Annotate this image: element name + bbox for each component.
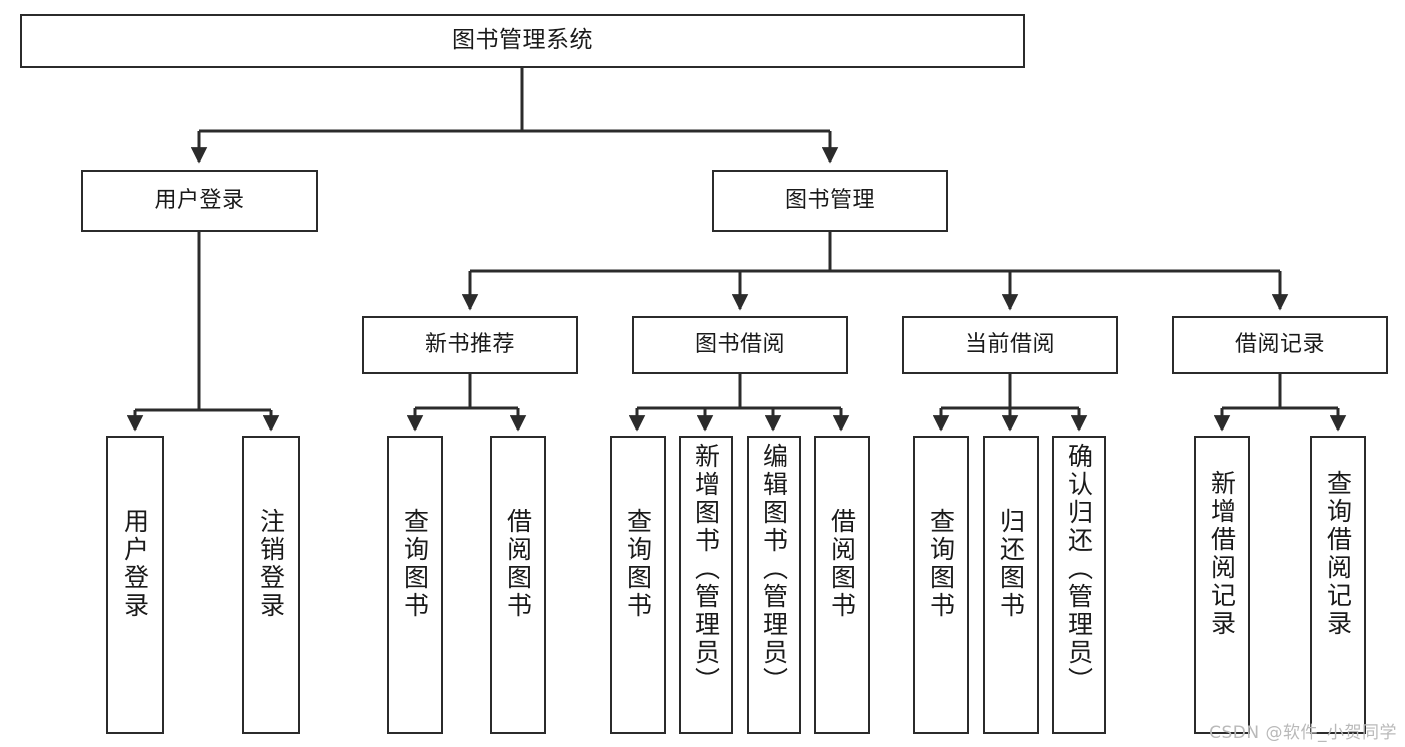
csdn-watermark: CSDN @软件_小贺同学 xyxy=(1209,723,1397,743)
node-root-system[interactable]: 图书管理系统 xyxy=(20,14,1025,68)
node-label: 图书管理系统 xyxy=(452,27,593,54)
node-label: 借阅图书 xyxy=(503,508,533,620)
node-label: 借阅记录 xyxy=(1234,332,1325,358)
leaf-query-book-borrow[interactable]: 查询图书 xyxy=(610,436,666,734)
node-label: 新增图书（管理员） xyxy=(691,443,721,695)
leaf-query-book-current[interactable]: 查询图书 xyxy=(913,436,969,734)
node-label: 查询借阅记录 xyxy=(1323,470,1353,638)
node-label: 图书借阅 xyxy=(694,332,785,358)
node-label: 用户登录 xyxy=(154,188,245,214)
leaf-logout-login[interactable]: 注销登录 xyxy=(242,436,300,734)
node-label: 编辑图书（管理员） xyxy=(759,443,789,695)
node-label: 借阅图书 xyxy=(827,508,857,620)
node-label: 注销登录 xyxy=(256,508,286,620)
node-current-borrow[interactable]: 当前借阅 xyxy=(902,316,1118,374)
leaf-add-borrow-record[interactable]: 新增借阅记录 xyxy=(1194,436,1250,734)
node-book-manage[interactable]: 图书管理 xyxy=(712,170,948,232)
node-book-borrow[interactable]: 图书借阅 xyxy=(632,316,848,374)
leaf-add-book[interactable]: 新增图书（管理员） xyxy=(679,436,733,734)
node-label: 查询图书 xyxy=(926,508,956,620)
node-label: 查询图书 xyxy=(623,508,653,620)
node-new-book-rec[interactable]: 新书推荐 xyxy=(362,316,578,374)
leaf-query-borrow-record[interactable]: 查询借阅记录 xyxy=(1310,436,1366,734)
node-label: 确认归还（管理员） xyxy=(1064,443,1094,695)
node-label: 查询图书 xyxy=(400,508,430,620)
node-borrow-record[interactable]: 借阅记录 xyxy=(1172,316,1388,374)
leaf-user-login[interactable]: 用户登录 xyxy=(106,436,164,734)
node-label: 新增借阅记录 xyxy=(1207,470,1237,638)
leaf-borrow-book-borrow[interactable]: 借阅图书 xyxy=(814,436,870,734)
leaf-borrow-book-rec[interactable]: 借阅图书 xyxy=(490,436,546,734)
leaf-query-book-rec[interactable]: 查询图书 xyxy=(387,436,443,734)
node-label: 归还图书 xyxy=(996,508,1026,620)
node-label: 新书推荐 xyxy=(424,332,515,358)
node-user-login[interactable]: 用户登录 xyxy=(81,170,318,232)
node-label: 用户登录 xyxy=(120,508,150,620)
leaf-confirm-return[interactable]: 确认归还（管理员） xyxy=(1052,436,1106,734)
leaf-return-book[interactable]: 归还图书 xyxy=(983,436,1039,734)
leaf-edit-book[interactable]: 编辑图书（管理员） xyxy=(747,436,801,734)
node-label: 图书管理 xyxy=(784,188,875,214)
node-label: 当前借阅 xyxy=(964,332,1055,358)
